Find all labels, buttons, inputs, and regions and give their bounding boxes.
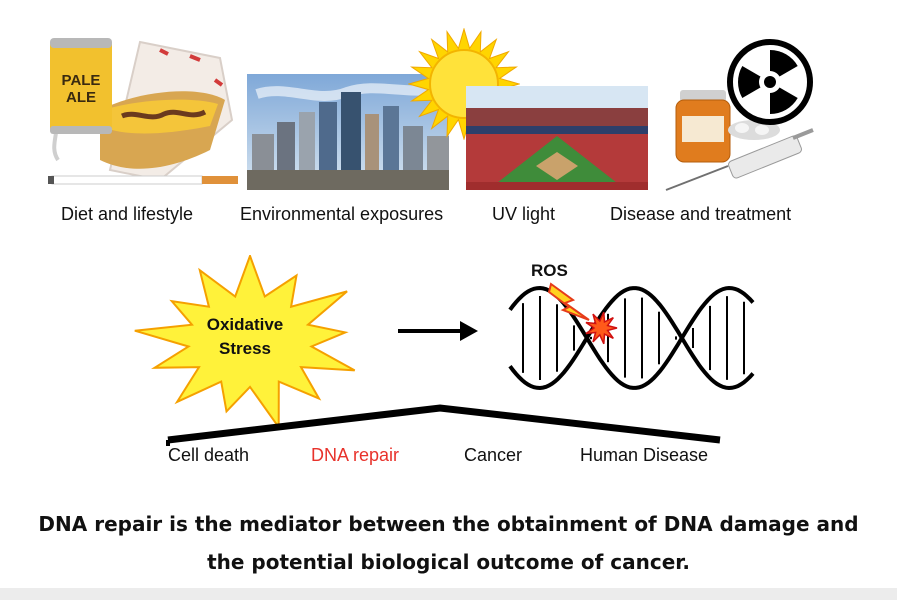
outcome-scale-bar — [166, 404, 721, 446]
ros-label: ROS — [531, 261, 568, 280]
pills-icon — [728, 120, 780, 140]
cigarette-icon — [48, 175, 238, 185]
disease-treatment-image — [665, 39, 814, 191]
arrow-right-icon — [398, 321, 478, 341]
city-skyline-image — [247, 74, 449, 190]
stress-line1: Oxidative — [206, 315, 284, 334]
dna-helix-icon — [508, 282, 755, 391]
label-environmental-exposures: Environmental exposures — [240, 204, 444, 224]
stadium-image — [466, 86, 648, 190]
outcome-human-disease: Human Disease — [580, 445, 709, 465]
caption-line2: the potential biological outcome of canc… — [207, 550, 690, 574]
can-label-line2: ALE — [66, 89, 96, 106]
outcome-cell-death: Cell death — [168, 445, 250, 465]
lightning-bolt-icon — [547, 282, 590, 321]
radiation-icon — [727, 39, 813, 125]
oxidative-stress-text: Oxidative Stress — [180, 313, 310, 361]
pill-bottle-icon — [675, 90, 731, 163]
label-disease-treatment: Disease and treatment — [610, 204, 792, 224]
label-uv-light: UV light — [492, 204, 556, 224]
bottom-strip — [0, 588, 897, 600]
stress-line2: Stress — [219, 339, 271, 358]
outcome-dna-repair: DNA repair — [311, 445, 400, 465]
diet-lifestyle-image: PALE ALE — [48, 38, 238, 185]
beer-can-icon: PALE ALE — [50, 38, 112, 134]
oxidative-stress-burst — [134, 255, 356, 430]
syringe-icon — [665, 128, 814, 191]
caption-line1: DNA repair is the mediator between the o… — [38, 512, 859, 536]
label-diet-lifestyle: Diet and lifestyle — [61, 204, 194, 224]
can-label-line1: PALE — [62, 72, 101, 89]
damage-spark-icon — [585, 311, 618, 345]
outcome-cancer: Cancer — [464, 445, 523, 465]
